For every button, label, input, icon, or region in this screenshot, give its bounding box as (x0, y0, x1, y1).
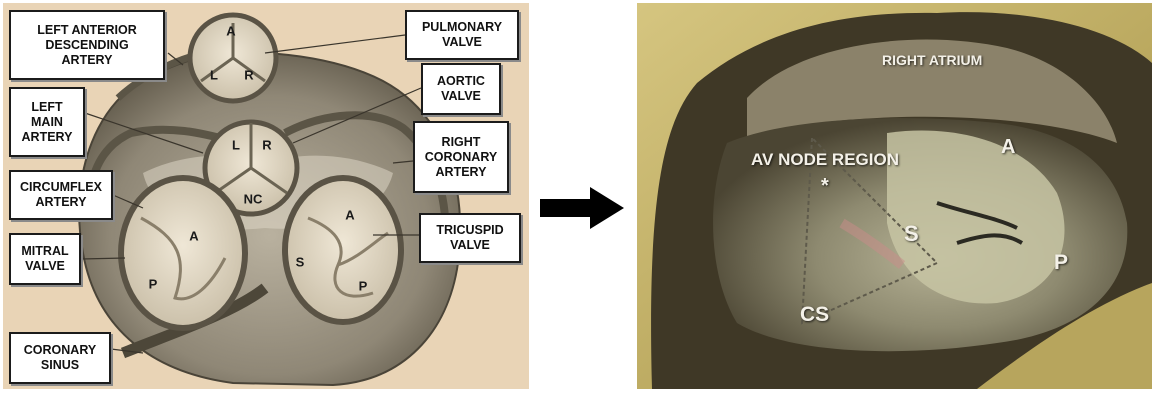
label-av-node-region: AV NODE REGION (751, 150, 899, 170)
pulmonary-leaflet-right: R (244, 68, 253, 83)
label-anterior-leaflet: A (1001, 136, 1015, 159)
callout-left-anterior-descending-artery: LEFT ANTERIOR DESCENDING ARTERY (9, 10, 165, 80)
tricuspid-leaflet-septal: S (296, 255, 305, 270)
right-arrow-icon (540, 187, 626, 229)
label-coronary-sinus: CS (800, 303, 829, 327)
aortic-leaflet-left: L (232, 138, 240, 153)
label-av-node-asterisk: * (821, 175, 829, 198)
callout-mitral-valve: MITRAL VALVE (9, 233, 81, 285)
pulmonary-leaflet-left: L (210, 68, 218, 83)
label-right-atrium: RIGHT ATRIUM (882, 52, 982, 68)
label-posterior-leaflet: P (1054, 251, 1068, 275)
anatomic-photo-panel: RIGHT ATRIUM AV NODE REGION * A S P CS (637, 3, 1152, 389)
callout-right-coronary-artery: RIGHT CORONARY ARTERY (413, 121, 509, 193)
callout-circumflex-artery: CIRCUMFLEX ARTERY (9, 170, 113, 220)
pulmonary-leaflet-anterior: A (226, 24, 235, 39)
callout-left-main-artery: LEFT MAIN ARTERY (9, 87, 85, 157)
aortic-leaflet-noncoronary: NC (244, 192, 263, 207)
aortic-leaflet-right: R (262, 138, 271, 153)
label-septal-leaflet: S (904, 221, 919, 247)
tricuspid-valve-ring (285, 178, 401, 322)
valve-diagram-panel: A L R L R NC A P A S P LEFT ANTERIOR DES… (3, 3, 529, 389)
mitral-leaflet-posterior: P (149, 277, 158, 292)
mitral-leaflet-anterior: A (189, 229, 198, 244)
callout-aortic-valve: AORTIC VALVE (421, 63, 501, 115)
callout-coronary-sinus: CORONARY SINUS (9, 332, 111, 384)
callout-pulmonary-valve: PULMONARY VALVE (405, 10, 519, 60)
mitral-valve-ring (121, 178, 245, 328)
tricuspid-leaflet-anterior: A (345, 208, 354, 223)
tricuspid-leaflet-posterior: P (359, 279, 368, 294)
callout-tricuspid-valve: TRICUSPID VALVE (419, 213, 521, 263)
